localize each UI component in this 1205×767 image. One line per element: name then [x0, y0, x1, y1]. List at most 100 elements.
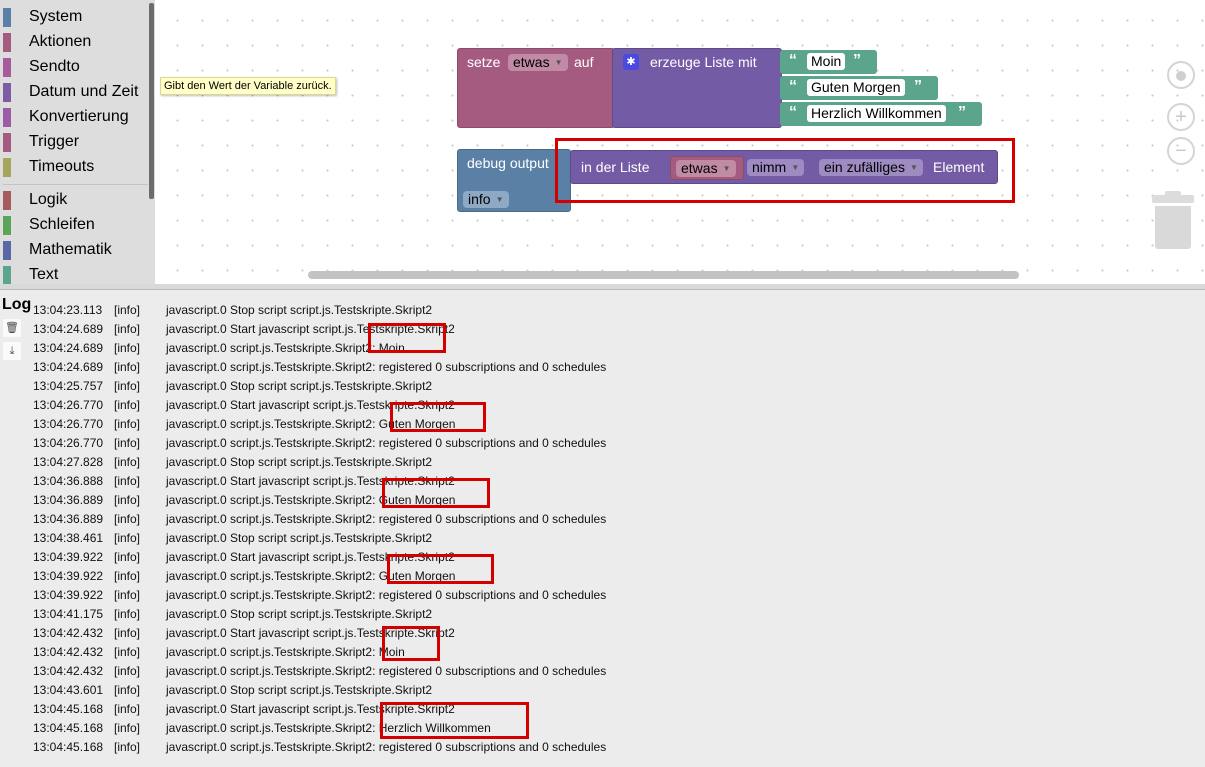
log-level: [info]: [114, 588, 141, 602]
trash-can[interactable]: [1152, 191, 1194, 249]
log-panel: Log 🗑 ⤓ 13:04:23.113 [info] javascript.0 S…: [0, 291, 1205, 767]
close-quote-icon: ”: [914, 78, 922, 95]
log-time: 13:04:45.168: [33, 702, 104, 716]
category-label: Datum und Zeit: [29, 83, 139, 100]
category-color-bar: [3, 8, 11, 27]
string-value[interactable]: Moin: [807, 53, 846, 70]
plus-icon: +: [1175, 106, 1187, 128]
zoom-out-button[interactable]: −: [1167, 137, 1195, 165]
log-message: javascript.0 script.js.Testskripte.Skrip…: [166, 664, 607, 678]
category-color-bar: [3, 33, 11, 52]
where-dropdown[interactable]: ein zufälliges▼: [819, 159, 923, 176]
category-timeouts[interactable]: Timeouts: [0, 155, 148, 180]
category-schleifen[interactable]: Schleifen: [0, 213, 148, 238]
log-time: 13:04:36.888: [33, 474, 104, 488]
category-system[interactable]: System: [0, 5, 148, 30]
debug-level-dropdown[interactable]: info▼: [463, 191, 509, 208]
string-value[interactable]: Herzlich Willkommen: [807, 105, 946, 122]
log-level: [info]: [114, 683, 141, 697]
log-message: javascript.0 script.js.Testskripte.Skrip…: [166, 588, 607, 602]
set-variable-block[interactable]: setze etwas▼ auf: [457, 48, 615, 128]
create-list-label: erzeuge Liste mit: [650, 54, 757, 70]
center-button[interactable]: [1167, 61, 1195, 89]
category-label: Logik: [29, 191, 68, 208]
category-datum-und-zeit[interactable]: Datum und Zeit: [0, 80, 148, 105]
log-message: javascript.0 Stop script script.js.Tests…: [166, 455, 433, 469]
log-level: [info]: [114, 512, 141, 526]
zoom-in-button[interactable]: +: [1167, 103, 1195, 131]
log-time: 13:04:39.922: [33, 588, 104, 602]
variable-name: etwas: [513, 54, 550, 70]
workspace-log-divider: [0, 284, 1205, 290]
dropdown-arrow-icon: ▼: [910, 163, 918, 172]
log-level: [info]: [114, 531, 141, 545]
category-aktionen[interactable]: Aktionen: [0, 30, 148, 55]
category-logik[interactable]: Logik: [0, 188, 148, 213]
log-level: [info]: [114, 721, 141, 735]
category-mathematik[interactable]: Mathematik: [0, 238, 148, 263]
log-message: javascript.0 Stop script script.js.Tests…: [166, 303, 433, 317]
clear-log-button[interactable]: 🗑: [3, 319, 21, 337]
log-highlight-box: [387, 554, 494, 584]
category-konvertierung[interactable]: Konvertierung: [0, 105, 148, 130]
download-icon: ⤓: [9, 345, 15, 357]
download-log-button[interactable]: ⤓: [3, 342, 21, 360]
variable-get-block[interactable]: etwas▼: [670, 156, 744, 180]
open-quote-icon: “: [789, 78, 797, 95]
category-sendto[interactable]: Sendto: [0, 55, 148, 80]
mode-value: nimm: [752, 159, 787, 175]
category-color-bar: [3, 241, 11, 260]
log-message: javascript.0 script.js.Testskripte.Skrip…: [166, 360, 607, 374]
category-color-bar: [3, 266, 11, 285]
trash-icon: [1155, 206, 1191, 249]
string-value[interactable]: Guten Morgen: [807, 79, 905, 96]
set-block-to-label: auf: [574, 54, 594, 70]
log-level: [info]: [114, 303, 141, 317]
log-level: [info]: [114, 550, 141, 564]
set-variable-dropdown[interactable]: etwas▼: [508, 54, 568, 71]
log-level: [info]: [114, 664, 141, 678]
category-color-bar: [3, 216, 11, 235]
variable-tooltip: Gibt den Wert der Variable zurück.: [160, 77, 336, 95]
toolbox-scrollbar[interactable]: [149, 3, 154, 199]
category-label: Trigger: [29, 133, 80, 150]
category-text[interactable]: Text: [0, 263, 148, 285]
string-block-3[interactable]: “ Herzlich Willkommen ”: [780, 102, 982, 126]
category-color-bar: [3, 133, 11, 152]
mode-dropdown[interactable]: nimm▼: [747, 159, 805, 176]
create-list-block[interactable]: ✱ erzeuge Liste mit: [612, 48, 782, 128]
category-label: Konvertierung: [29, 108, 129, 125]
log-level: [info]: [114, 436, 141, 450]
trash-icon: 🗑: [5, 322, 19, 334]
string-block-2[interactable]: “ Guten Morgen ”: [780, 76, 938, 100]
category-label: Text: [29, 266, 59, 283]
category-color-bar: [3, 83, 11, 102]
log-time: 13:04:45.168: [33, 721, 104, 735]
workspace-horizontal-scrollbar[interactable]: [308, 271, 1019, 279]
log-time: 13:04:43.601: [33, 683, 104, 697]
log-message: javascript.0 script.js.Testskripte.Skrip…: [166, 417, 456, 431]
log-title: Log: [2, 296, 32, 313]
log-time: 13:04:26.770: [33, 436, 104, 450]
log-time: 13:04:26.770: [33, 398, 104, 412]
log-time: 13:04:41.175: [33, 607, 104, 621]
string-block-1[interactable]: “ Moin ”: [780, 50, 877, 74]
blockly-workspace[interactable]: [155, 0, 1205, 285]
list-get-index-block[interactable]: in der Liste etwas▼ nimm▼ ein zufälliges…: [570, 150, 998, 184]
log-message: javascript.0 Stop script script.js.Tests…: [166, 683, 433, 697]
dropdown-arrow-icon: ▼: [722, 164, 731, 173]
log-time: 13:04:27.828: [33, 455, 104, 469]
log-time: 13:04:26.770: [33, 417, 104, 431]
log-message: javascript.0 script.js.Testskripte.Skrip…: [166, 341, 405, 355]
gear-icon[interactable]: ✱: [623, 54, 639, 70]
debug-output-block[interactable]: debug output info▼: [457, 149, 571, 212]
category-label: System: [29, 8, 83, 25]
log-message: javascript.0 script.js.Testskripte.Skrip…: [166, 645, 405, 659]
log-time: 13:04:42.432: [33, 645, 104, 659]
get-variable-dropdown[interactable]: etwas▼: [676, 160, 736, 177]
target-icon: [1176, 71, 1186, 81]
category-trigger[interactable]: Trigger: [0, 130, 148, 155]
set-block-label: setze: [467, 54, 501, 70]
log-time: 13:04:23.113: [33, 303, 103, 317]
close-quote-icon: ”: [853, 52, 861, 69]
